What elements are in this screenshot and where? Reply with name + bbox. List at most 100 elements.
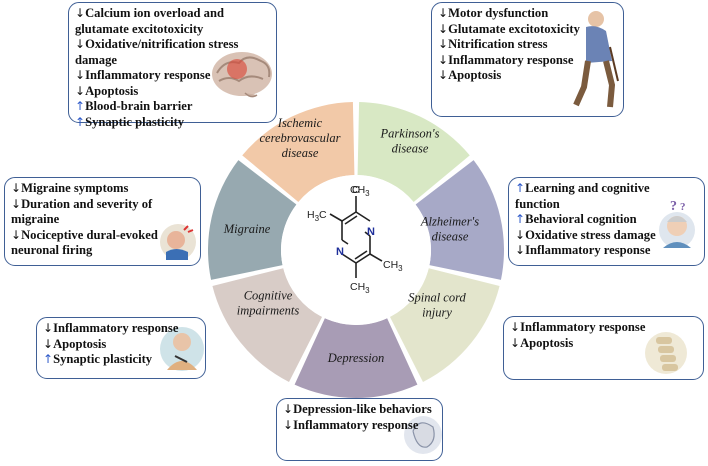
- effect-text: Inflammatory response: [53, 321, 179, 335]
- segment-ischemic: [242, 102, 355, 203]
- bond: [355, 253, 371, 264]
- effect-text: Inflammatory response: [525, 243, 651, 257]
- effect-text: Learning and cognitive: [525, 181, 650, 195]
- segment-label-line: disease: [282, 146, 319, 160]
- effect-text: Inflammatory response: [448, 52, 574, 67]
- segment-label-line: injury: [422, 306, 452, 320]
- sad-person-icon: [404, 416, 442, 454]
- down-arrow-icon: ↓: [11, 196, 22, 211]
- down-arrow-icon: ↓: [11, 181, 22, 195]
- effect-text: Apoptosis: [53, 336, 107, 351]
- methyl-right-label: CH3: [383, 259, 403, 273]
- bond: [369, 253, 383, 262]
- effect-text: glutamate excitotoxicity: [75, 21, 204, 36]
- atom-ch3-top: CCH: [352, 184, 375, 196]
- alzheimers-effects-list: ↑ Learning and cognitive function↑Behavior…: [515, 181, 698, 259]
- up-arrow-icon: ↑: [43, 352, 54, 366]
- segment-label-line: Alzheimer's: [420, 215, 479, 229]
- tetramethylpyrazine-structure: [329, 196, 383, 278]
- ischemic-effect-line: ↑Synaptic plasticity: [75, 115, 270, 131]
- segment-alzheimers: [415, 160, 504, 280]
- bond: [355, 211, 371, 222]
- parkinsons-effects-list: ↓Motor dysfunction↓Glutamate excitotoxic…: [438, 6, 617, 84]
- down-arrow-icon: ↓: [438, 6, 449, 20]
- parkinsons-effect-line: ↓Motor dysfunction: [438, 6, 617, 22]
- effect-text: Synaptic plasticity: [85, 114, 185, 129]
- up-arrow-icon: ↑: [515, 212, 526, 226]
- cognitive-effect-line: ↓Inflammatory response: [43, 321, 199, 337]
- elderly-person-icon: [573, 11, 619, 108]
- segment-spinal: [389, 268, 500, 382]
- down-arrow-icon: ↓: [515, 243, 526, 257]
- migraine-effect-line: migraine: [11, 212, 194, 228]
- migraine-effects-box: ↓Migraine symptoms↓Duration and severity…: [4, 177, 201, 266]
- effect-text: Oxidative stress damage: [525, 227, 656, 242]
- alzheimers-effect-line: function: [515, 197, 698, 213]
- segment-depression: [294, 318, 418, 398]
- down-arrow-icon: ↓: [11, 227, 22, 242]
- bond: [354, 250, 368, 260]
- methyl-left-label: H3C: [307, 209, 327, 223]
- down-arrow-icon: ↓: [43, 336, 54, 351]
- effect-text: Nitrification stress: [448, 37, 548, 51]
- down-arrow-icon: ↓: [75, 83, 86, 98]
- effect-text: Apoptosis: [520, 335, 574, 350]
- effect-text: Motor dysfunction: [448, 6, 549, 20]
- down-arrow-icon: ↓: [438, 21, 449, 36]
- brain-icon: [212, 52, 272, 98]
- svg-text:?: ?: [680, 201, 686, 213]
- segment-label-line: cerebrovascular: [260, 131, 341, 145]
- effect-text: migraine: [11, 212, 60, 226]
- alzheimers-effect-line: ↓Oxidative stress damage: [515, 228, 698, 244]
- parkinsons-effect-line: ↓Apoptosis: [438, 68, 617, 84]
- alzheimers-effect-line: ↑Behavioral cognition: [515, 212, 698, 228]
- down-arrow-icon: ↓: [43, 321, 54, 335]
- spinal-effect-line: ↓Inflammatory response: [510, 320, 697, 336]
- effect-text: Apoptosis: [85, 83, 139, 98]
- segment-parkinsons: [357, 102, 470, 203]
- segment-label-migraine: Migraine: [223, 222, 271, 236]
- depression-effects-list: ↓Depression-like behaviors↓Inflammatory …: [283, 402, 436, 433]
- atom-n-top: N: [367, 226, 375, 238]
- depression-effect-line: ↓Inflammatory response: [283, 418, 436, 434]
- ischemic-effect-line: ↑Blood-brain barrier: [75, 99, 270, 115]
- effect-text: Behavioral cognition: [525, 212, 637, 226]
- methyl-bottom-label: CH3: [350, 281, 370, 295]
- parkinsons-effect-line: ↓Inflammatory response: [438, 53, 617, 69]
- effect-text: Synaptic plasticity: [53, 352, 153, 366]
- center-circle: [281, 175, 431, 325]
- ischemic-effect-line: ↓Inflammatory response: [75, 68, 270, 84]
- ischemic-effect-line: ↓Calcium ion overload and: [75, 6, 270, 22]
- effect-text: damage: [75, 52, 117, 67]
- effect-text: Apoptosis: [448, 68, 502, 82]
- depression-effects-box: ↓Depression-like behaviors↓Inflammatory …: [276, 398, 443, 461]
- segment-migraine: [208, 160, 297, 280]
- segment-label-line: Spinal cord: [408, 291, 466, 305]
- bond: [344, 215, 358, 225]
- down-arrow-icon: ↓: [438, 37, 449, 51]
- down-arrow-icon: ↓: [75, 68, 86, 82]
- down-arrow-icon: ↓: [75, 37, 86, 51]
- effect-text: Inflammatory response: [520, 320, 646, 334]
- down-arrow-icon: ↓: [510, 320, 521, 334]
- effect-text: Inflammatory response: [293, 417, 419, 432]
- bond: [341, 239, 349, 245]
- cognitive-effect-line: ↓Apoptosis: [43, 337, 199, 353]
- cognitive-effects-list: ↓Inflammatory response↓Apoptosis↑Synapti…: [43, 321, 199, 368]
- alzheimers-effects-box: ↑ Learning and cognitive function↑Behavior…: [508, 177, 705, 266]
- bond: [329, 213, 343, 222]
- spinal-effect-line: ↓Apoptosis: [510, 336, 697, 352]
- effect-text: Blood-brain barrier: [85, 99, 193, 113]
- up-arrow-icon: ↑: [75, 99, 86, 113]
- migraine-effect-line: neuronal firing: [11, 243, 194, 259]
- bond: [341, 211, 357, 222]
- effect-text: Migraine symptoms: [21, 181, 129, 195]
- parkinsons-effect-line: ↓Nitrification stress: [438, 37, 617, 53]
- parkinsons-effect-line: ↓Glutamate excitotoxicity: [438, 22, 617, 38]
